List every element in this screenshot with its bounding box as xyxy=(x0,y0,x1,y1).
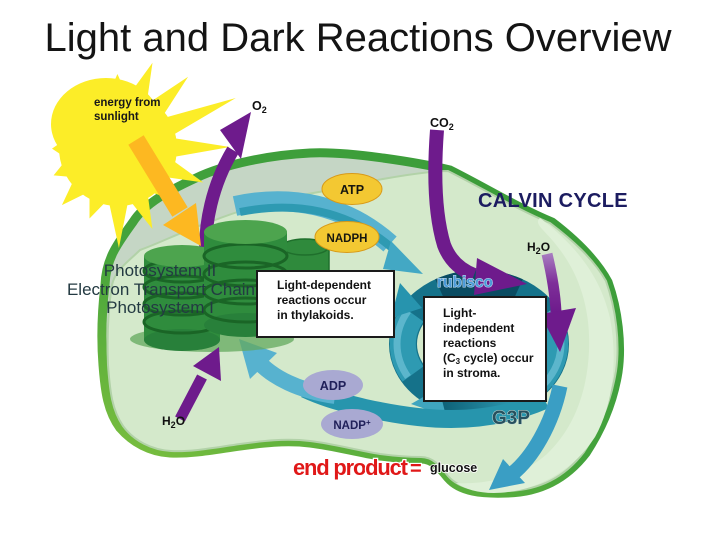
svg-text:Light-: Light- xyxy=(443,306,476,320)
svg-text:NADPH: NADPH xyxy=(327,233,368,245)
svg-text:energy from: energy from xyxy=(94,97,160,109)
svg-text:CALVIN CYCLE: CALVIN CYCLE xyxy=(478,190,628,212)
svg-text:sunlight: sunlight xyxy=(94,111,139,123)
svg-text:reactions: reactions xyxy=(443,336,497,350)
svg-text:=: = xyxy=(410,458,422,480)
svg-text:in thylakoids.: in thylakoids. xyxy=(277,308,354,322)
svg-text:Photosystem II: Photosystem II xyxy=(104,261,216,280)
svg-text:end product: end product xyxy=(293,455,409,480)
svg-text:CO2: CO2 xyxy=(430,116,454,132)
svg-text:rubisco: rubisco xyxy=(437,274,493,291)
svg-text:Light and Dark Reactions Overv: Light and Dark Reactions Overview xyxy=(45,16,672,60)
svg-text:reactions occur: reactions occur xyxy=(277,293,367,307)
svg-text:NADP+: NADP+ xyxy=(333,418,371,432)
svg-text:independent: independent xyxy=(443,321,514,335)
svg-text:(C3 cycle) occur: (C3 cycle) occur xyxy=(443,351,534,366)
svg-text:ATP: ATP xyxy=(340,183,364,197)
svg-text:H2O: H2O xyxy=(527,240,550,256)
svg-text:glucose: glucose xyxy=(430,461,477,475)
svg-text:Photosystem I: Photosystem I xyxy=(106,298,214,317)
svg-text:ADP: ADP xyxy=(320,379,346,393)
svg-text:Electron Transport Chain: Electron Transport Chain xyxy=(67,280,255,299)
svg-text:H2O: H2O xyxy=(162,414,185,430)
svg-text:Light-dependent: Light-dependent xyxy=(277,278,371,292)
svg-text:in stroma.: in stroma. xyxy=(443,366,500,380)
svg-text:G3P: G3P xyxy=(492,408,530,429)
